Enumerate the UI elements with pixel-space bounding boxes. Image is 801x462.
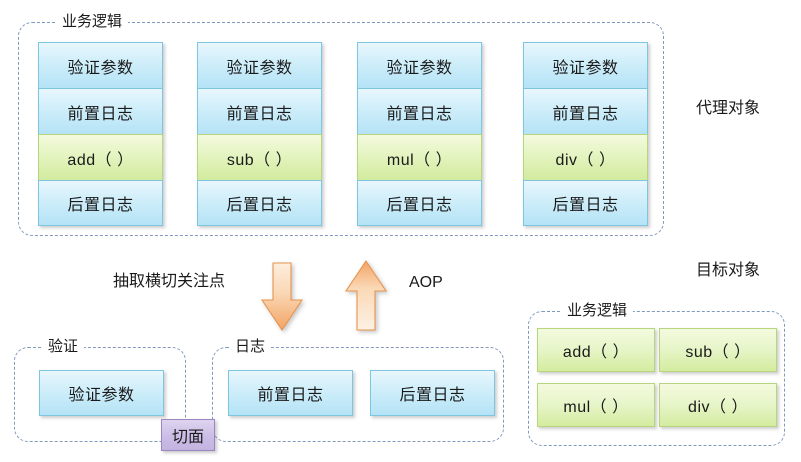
extract-crosscutting-label: 抽取横切关注点 (113, 273, 226, 290)
target-business-logic-group-label: 业务逻辑 (561, 302, 634, 320)
aspect-box-after-log: 后置日志 (370, 370, 495, 416)
aspect-badge: 切面 (161, 419, 215, 451)
down-arrow-icon (261, 262, 303, 331)
proxy-cell-before-log: 前置日志 (197, 88, 322, 134)
proxy-cell-after-log: 后置日志 (197, 180, 322, 226)
target-method-mul: mul（ ） (537, 383, 655, 427)
up-arrow-icon (344, 260, 388, 331)
proxy-cell-before-log: 前置日志 (357, 88, 482, 134)
aspect-box-validate-params: 验证参数 (39, 370, 164, 416)
proxy-business-logic-group-label: 业务逻辑 (56, 13, 129, 31)
proxy-business-logic-group (18, 22, 664, 236)
logging-aspect-group (212, 347, 504, 442)
target-object-label: 目标对象 (696, 262, 761, 279)
proxy-cell-after-log: 后置日志 (38, 180, 163, 226)
proxy-object-label: 代理对象 (696, 100, 761, 117)
proxy-cell-before-log: 前置日志 (38, 88, 163, 134)
proxy-cell-validate: 验证参数 (197, 42, 322, 88)
proxy-cell-before-log: 前置日志 (523, 88, 648, 134)
proxy-cell-after-log: 后置日志 (357, 180, 482, 226)
proxy-cell-method: add（ ） (38, 134, 163, 180)
target-business-logic-group (528, 311, 785, 446)
proxy-column-sub: 验证参数 前置日志 sub（ ） 后置日志 (197, 42, 322, 226)
aop-label: AOP (409, 274, 443, 291)
proxy-cell-validate: 验证参数 (357, 42, 482, 88)
target-method-sub: sub（ ） (659, 328, 777, 372)
proxy-cell-method: mul（ ） (357, 134, 482, 180)
proxy-cell-method: sub（ ） (197, 134, 322, 180)
proxy-column-add: 验证参数 前置日志 add（ ） 后置日志 (38, 42, 163, 226)
logging-aspect-group-label: 日志 (229, 338, 272, 356)
proxy-column-div: 验证参数 前置日志 div（ ） 后置日志 (523, 42, 648, 226)
aspect-box-before-log: 前置日志 (228, 370, 353, 416)
validation-aspect-group-label: 验证 (42, 338, 85, 356)
proxy-cell-validate: 验证参数 (523, 42, 648, 88)
proxy-column-mul: 验证参数 前置日志 mul（ ） 后置日志 (357, 42, 482, 226)
proxy-cell-validate: 验证参数 (38, 42, 163, 88)
target-method-add: add（ ） (537, 328, 655, 372)
proxy-cell-after-log: 后置日志 (523, 180, 648, 226)
validation-aspect-group (14, 347, 186, 442)
target-method-div: div（ ） (659, 383, 777, 427)
proxy-cell-method: div（ ） (523, 134, 648, 180)
